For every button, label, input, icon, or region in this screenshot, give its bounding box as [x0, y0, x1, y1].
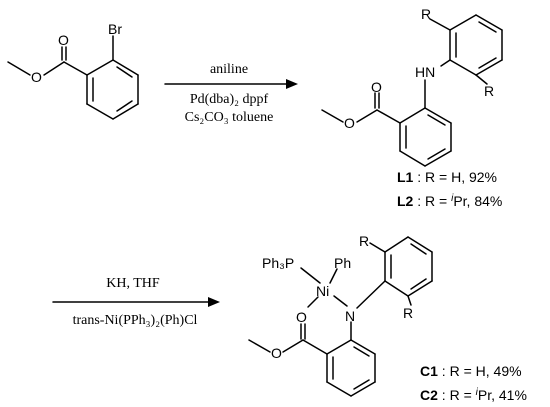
amido-nitrogen-label: N: [345, 308, 355, 324]
phenyl-label: Ph: [334, 255, 351, 271]
reaction-arrow-1: [164, 79, 298, 89]
carbonyl-oxygen-label: O: [58, 32, 69, 48]
ligand-r-top: R: [421, 6, 431, 22]
bromine-label: Br: [108, 21, 122, 37]
ligand-structure: [321, 14, 503, 167]
reagent-pd-catalyst: Pd(dba)₂ dppf: [190, 92, 269, 107]
ligand-r-bottom: R: [484, 83, 494, 99]
reagent-nickel-precursor: trans-Ni(PPh₃)₂(Ph)Cl: [73, 313, 198, 328]
triphenylphosphine-label: Ph₃P: [262, 255, 294, 271]
nickel-label: Ni: [316, 283, 329, 299]
complex-c2-caption: C2 : R = iPr, 41%: [420, 387, 527, 404]
reagent-base-solvent: Cs₂CO₃ toluene: [185, 110, 274, 125]
complex-r-bottom: R: [403, 305, 413, 321]
complex-c1-caption: C1 : R = H, 49%: [420, 363, 522, 379]
complex-carbonyl-oxygen: O: [296, 309, 307, 325]
reagent-aniline: aniline: [210, 62, 248, 77]
methyl-2-bromobenzoate: [7, 35, 139, 120]
ligand-l1-caption: L1 : R = H, 92%: [397, 169, 497, 185]
ester-oxygen-label: O: [31, 69, 42, 85]
ligand-carbonyl-oxygen: O: [371, 79, 382, 95]
ligand-l2-caption: L2 : R = iPr, 84%: [397, 193, 502, 210]
reagent-kh-thf: KH, THF: [106, 276, 160, 291]
ligand-ester-oxygen: O: [344, 115, 355, 131]
complex-r-top: R: [359, 233, 369, 249]
ligand-nh-label: HN: [415, 64, 435, 80]
complex-ester-oxygen: O: [271, 345, 282, 361]
nickel-complex-structure: [248, 236, 433, 397]
reaction-arrow-2: [52, 297, 220, 307]
